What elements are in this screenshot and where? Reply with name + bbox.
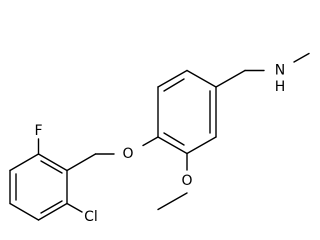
methoxy-methyl-bond xyxy=(157,192,188,211)
amine-nitrogen-atom-label: N xyxy=(275,63,285,79)
benzylic-ch2-bond xyxy=(66,153,97,172)
ring-a-bond-3 xyxy=(9,202,40,221)
ring-a-bond-1 xyxy=(9,153,40,172)
ring-a-bond-6 xyxy=(37,153,68,172)
ring-b-inner-double-1 xyxy=(163,78,185,92)
ether-o-to-ring-b-bond xyxy=(142,136,159,147)
chlorine-bond xyxy=(66,202,83,213)
chlorine-atom-label: Cl xyxy=(84,209,98,225)
ring-a-inner-double-3 xyxy=(40,160,63,174)
aminomethyl-ch2-bond xyxy=(215,69,246,88)
ring-b-inner-double-3 xyxy=(163,132,185,146)
ring-b-bond-3 xyxy=(186,69,217,88)
amine-methyl-bond xyxy=(293,52,310,63)
ring-b-bond-2 xyxy=(157,69,188,88)
ring-a-inner-double-2 xyxy=(40,200,63,214)
ring-b-bond-6 xyxy=(157,136,188,155)
ring-b-bond-5 xyxy=(186,136,217,155)
methoxy-oxygen-atom-label: O xyxy=(181,173,192,189)
atom-labels: F Cl O O N H xyxy=(34,63,285,226)
fluorine-atom-label: F xyxy=(34,123,42,139)
ring-a-bond-4 xyxy=(37,202,68,221)
ether-oxygen-atom-label: O xyxy=(122,146,133,162)
bond-lines xyxy=(9,52,310,221)
amine-hydrogen-atom-label: H xyxy=(275,79,286,95)
